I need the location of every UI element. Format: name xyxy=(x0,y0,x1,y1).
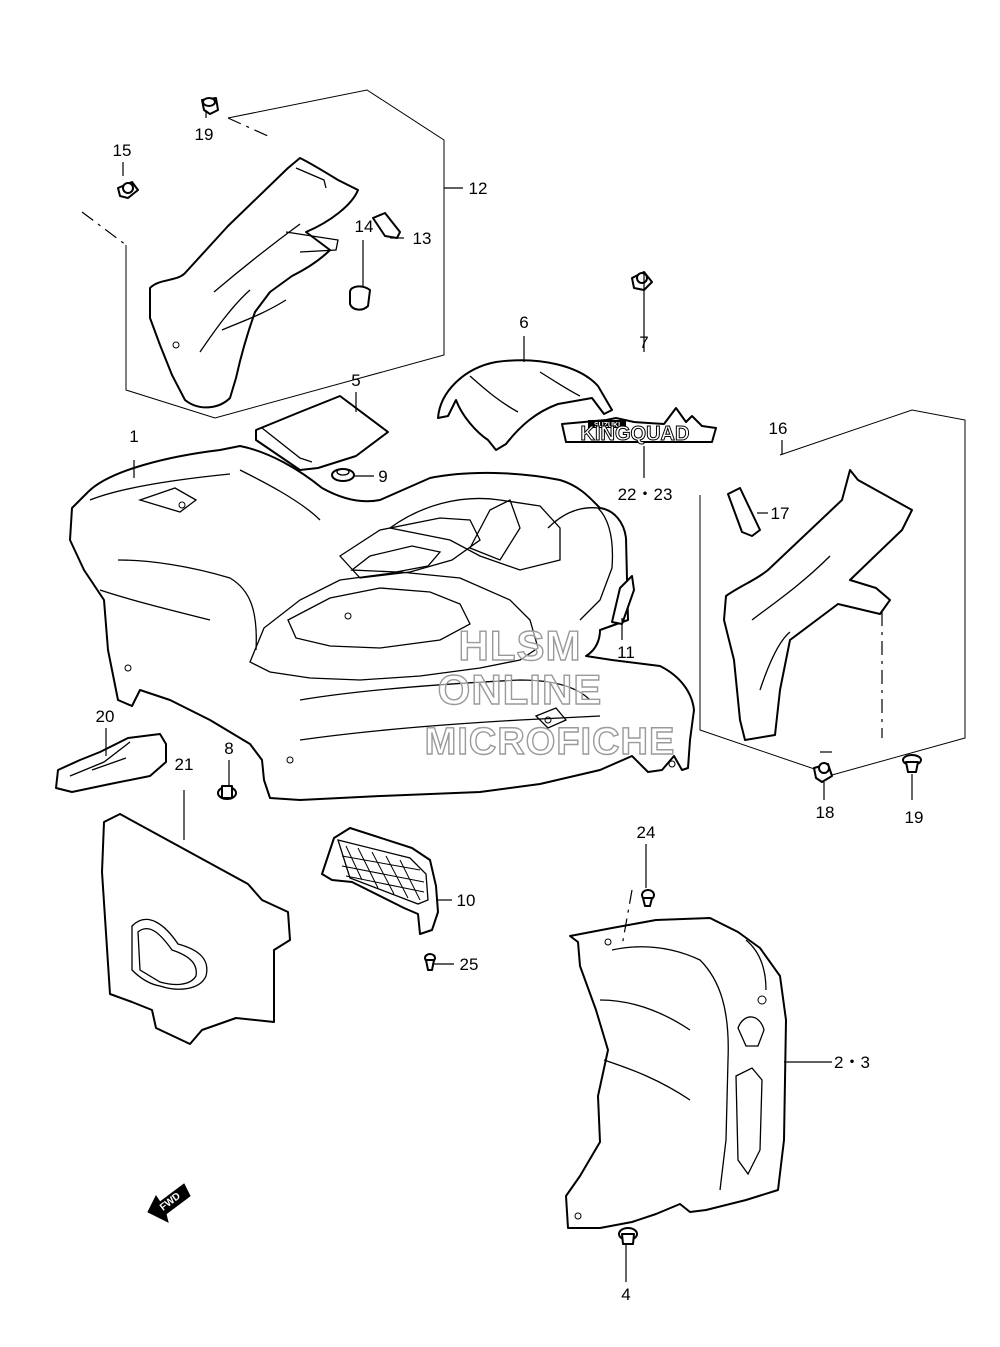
part-24-screw xyxy=(641,889,655,907)
callout-labels: 19 15 12 13 14 5 6 7 1 9 22・23 16 17 11 … xyxy=(96,125,924,1304)
part-7-clip xyxy=(631,271,653,291)
part-1-rear-fender xyxy=(69,445,695,801)
leader-lines xyxy=(105,110,913,1282)
callout-25: 25 xyxy=(460,955,479,974)
callout-11: 11 xyxy=(617,643,635,662)
part-16-assembly xyxy=(699,409,966,776)
part-4-screw xyxy=(618,1227,638,1245)
part-11-pad xyxy=(611,575,635,625)
part-15-clip xyxy=(117,181,139,199)
callout-19-top: 19 xyxy=(195,125,214,144)
callout-17: 17 xyxy=(771,504,790,523)
callout-13: 13 xyxy=(413,229,432,248)
callout-2-3: 2・3 xyxy=(834,1053,870,1072)
decal-brand-text: SUZUKI xyxy=(594,422,620,429)
callout-18: 18 xyxy=(816,803,835,822)
callout-16: 16 xyxy=(769,419,788,438)
callout-5: 5 xyxy=(351,371,360,390)
part-10-grille xyxy=(321,827,439,935)
callout-12: 12 xyxy=(469,179,488,198)
part-2-3-mudguard xyxy=(565,917,787,1229)
callout-24: 24 xyxy=(637,823,656,842)
part-12-assembly xyxy=(81,89,445,419)
part-9-grommet xyxy=(331,468,355,482)
watermark-line-3: MICROFICHE xyxy=(425,721,676,763)
callout-10: 10 xyxy=(457,891,476,910)
watermark-line-1: HLSM xyxy=(459,622,582,669)
part-8-screw xyxy=(217,785,237,800)
kingquad-decal: SUZUKI KINGQUAD xyxy=(561,407,717,446)
part-5-cover xyxy=(255,395,389,471)
part-19-screw-top xyxy=(201,97,219,115)
part-21-flap xyxy=(101,813,291,1045)
callout-15: 15 xyxy=(113,141,132,160)
callout-4: 4 xyxy=(621,1285,630,1304)
callout-19-right: 19 xyxy=(905,808,924,827)
fwd-arrow-icon: FWD xyxy=(147,1183,191,1223)
watermark-line-2: ONLINE xyxy=(438,666,603,713)
part-13-pad xyxy=(372,212,401,239)
part-18-clip xyxy=(813,762,833,783)
callout-20: 20 xyxy=(96,707,115,726)
callout-1: 1 xyxy=(129,427,138,446)
callout-14: 14 xyxy=(355,217,374,236)
callout-8: 8 xyxy=(224,739,233,758)
part-25-screw xyxy=(424,953,436,971)
part-17-pad xyxy=(727,487,761,537)
part-19-screw-right xyxy=(902,754,922,773)
part-14-grommet xyxy=(349,285,371,311)
part-6-cover xyxy=(437,359,613,451)
decal-model-text: KINGQUAD xyxy=(581,423,690,445)
callout-7: 7 xyxy=(639,333,648,352)
watermark: HLSM ONLINE MICROFICHE xyxy=(424,621,676,763)
callout-9: 9 xyxy=(378,467,387,486)
callout-21: 21 xyxy=(175,755,194,774)
callout-22-23: 22・23 xyxy=(618,485,673,504)
callout-6: 6 xyxy=(519,313,528,332)
